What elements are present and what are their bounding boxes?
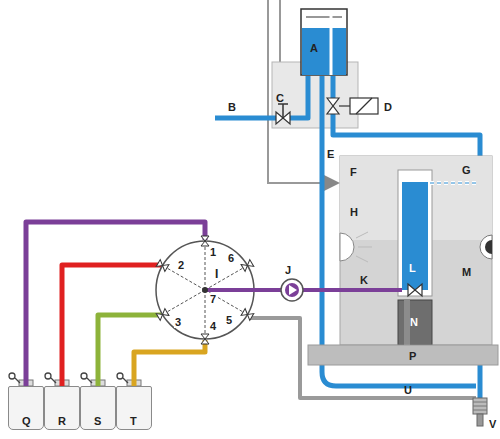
reservoir: A [300,8,348,76]
port-number: 3 [174,316,182,328]
part-letter: F [350,166,357,178]
rotary-valve: 1 2 3 45 6 7 I [155,240,255,340]
part-letter: A [310,42,318,54]
reservoir-shape [300,8,348,76]
port-number: 7 [209,293,217,305]
reagent-bottle: Q [8,386,44,430]
part-letter: V [489,418,496,430]
part-letter: H [350,206,358,218]
valve-shape [155,240,255,340]
part-letter: N [410,316,418,328]
part-letter: Q [22,415,31,427]
port-number: 2 [177,259,185,271]
port-number: 5 [225,314,233,326]
part-letter: P [409,350,416,362]
reagent-bottle: R [44,386,80,430]
tube-connector [62,265,162,386]
tube-connector [134,340,205,386]
part-letter: S [94,415,101,427]
part-letter: M [462,266,471,278]
part-letter: B [228,101,236,113]
part-letter: G [462,164,471,176]
part-letter: R [58,415,66,427]
port-number: 4 [209,320,217,332]
part-letter: L [409,262,416,274]
port-number: 1 [209,246,217,258]
port-number: 6 [227,252,235,264]
part-letter: E [327,148,334,160]
part-letter: K [360,274,368,286]
part-letter: C [276,92,284,104]
reagent-bottle: S [80,386,116,430]
part-letter: T [130,415,137,427]
port-number: I [214,268,219,280]
part-letter: J [285,264,291,276]
part-letter: U [404,384,412,396]
reagent-bottle: T [116,386,152,430]
part-letter: D [384,101,392,113]
